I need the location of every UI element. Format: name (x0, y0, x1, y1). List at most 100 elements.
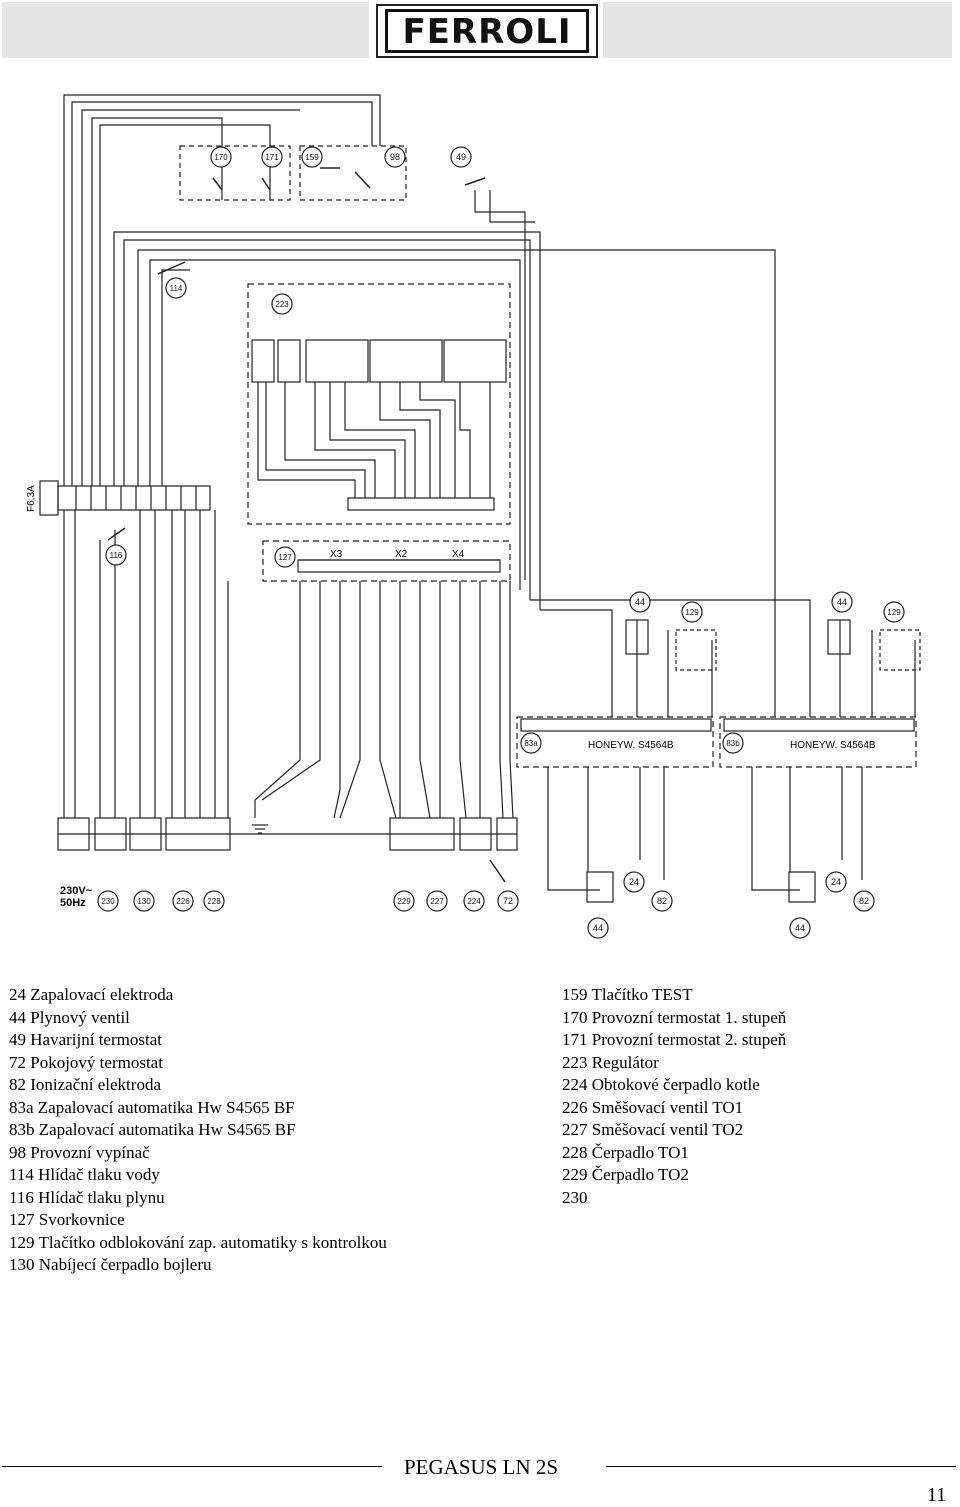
header-band-right (603, 2, 952, 58)
legend-item: 83b Zapalovací automatika Hw S4565 BF (9, 1120, 296, 1139)
callout-circle (393, 890, 415, 912)
callout-label: 228 (207, 897, 221, 906)
switch-box (299, 145, 407, 201)
callout-circle (261, 146, 283, 168)
callout-label: 44 (593, 923, 603, 933)
legend-item: 24 Zapalovací elektroda (9, 985, 174, 1004)
wiring-diagram: 1701711599849114223116127441294412923013… (26, 94, 921, 939)
footer-rule-left (2, 1466, 382, 1467)
legend-left-column: 24 Zapalovací elektroda 44 Plynový venti… (9, 984, 387, 1277)
callout-label: 49 (456, 152, 466, 162)
legend-item: 49 Havarijní termostat (9, 1030, 162, 1049)
callout-label: 129 (685, 608, 699, 617)
callout-circle (105, 544, 127, 566)
callout-circle (210, 146, 232, 168)
legend-item: 82 Ionizační elektroda (9, 1075, 161, 1094)
callout-label: 44 (795, 923, 805, 933)
callout-circle (722, 732, 744, 754)
callout-circle (831, 591, 853, 613)
callout-label: 44 (837, 597, 847, 607)
callout-label: 82 (657, 896, 667, 906)
ignition-unit-b-label: HONEYW. S4564B (790, 740, 876, 751)
brand-logo-frame: FERROLI (385, 9, 589, 53)
callout-label: 82 (859, 896, 869, 906)
callout-circle (450, 146, 472, 168)
terminal-group-x3: X3 (330, 549, 343, 560)
legend-item: 230 (562, 1187, 588, 1207)
legend-item: 44 Plynový ventil (9, 1007, 130, 1027)
callout-circle (623, 871, 645, 893)
thermostat-box (179, 145, 291, 201)
callout-label: 72 (503, 896, 513, 906)
callout-label: 24 (629, 877, 639, 887)
callout-label: 227 (430, 897, 444, 906)
callout-label: 83a (524, 739, 538, 748)
footer-rule-right (606, 1466, 956, 1467)
callout-label: 229 (397, 897, 411, 906)
callout-circle (497, 890, 519, 912)
legend-item: 98 Provozní vypínač (9, 1142, 150, 1162)
terminal-strip-frame (262, 540, 511, 582)
legend-item: 227 Směšovací ventil TO2 (562, 1120, 744, 1139)
callout-circle (203, 890, 225, 912)
callout-circle (520, 732, 542, 754)
legend-item: 72 Pokojový termostat (9, 1052, 163, 1072)
callout-circle (825, 871, 847, 893)
callout-label: 129 (887, 608, 901, 617)
fuse-block (39, 480, 59, 516)
callout-circle (172, 890, 194, 912)
callout-circle (463, 890, 485, 912)
legend-item: 116 Hlídač tlaku plynu (9, 1187, 165, 1207)
callout-circle (426, 890, 448, 912)
legend-item: 171 Provozní termostat 2. stupeň (562, 1030, 787, 1049)
power-terminal-strip (57, 485, 211, 511)
callout-label: 44 (635, 597, 645, 607)
callout-circle (301, 146, 323, 168)
callout-circle (853, 890, 875, 912)
legend-right-column: 159 Tlačítko TEST 170 Provozní termostat… (562, 984, 786, 1209)
callout-circle (274, 546, 296, 568)
callout-label: 224 (467, 897, 481, 906)
callout-circle (587, 917, 609, 939)
ignition-unit-a-label: HONEYW. S4564B (588, 740, 674, 751)
legend-item: 129 Tlačítko odblokování zap. automatiky… (9, 1232, 387, 1252)
callout-circle (97, 890, 119, 912)
legend-item: 223 Regulátor (562, 1052, 659, 1072)
callout-circle (883, 601, 905, 623)
brand-logo: FERROLI (376, 4, 598, 58)
supply-frequency-label: 50Hz (60, 897, 86, 909)
legend-item: 224 Obtokové čerpadlo kotle (562, 1075, 760, 1094)
legend-item: 226 Směšovací ventil TO1 (562, 1097, 744, 1117)
legend-item: 170 Provozní termostat 1. stupeň (562, 1007, 787, 1027)
fuse-label: F6,3A (26, 485, 37, 512)
callout-label: 223 (275, 300, 289, 309)
terminal-group-x4: X4 (452, 549, 465, 560)
callout-label: 98 (390, 152, 400, 162)
callout-label: 127 (278, 553, 292, 562)
ignition-unit-a (516, 716, 714, 768)
callout-label: 226 (176, 897, 190, 906)
callout-label: 170 (214, 153, 228, 162)
terminal-group-x2: X2 (395, 549, 408, 560)
callout-circle (384, 146, 406, 168)
footer-title: PEGASUS LN 2S (404, 1455, 559, 1479)
legend-item: 229 Čerpadlo TO2 (562, 1165, 689, 1184)
legend-item: 127 Svorkovnice (9, 1210, 125, 1229)
regulator-frame (247, 283, 511, 525)
callout-label: 159 (305, 153, 319, 162)
callout-label: 130 (137, 897, 151, 906)
callout-label: 83b (726, 739, 740, 748)
callout-circle (789, 917, 811, 939)
callout-circle (651, 890, 673, 912)
header-band-left (2, 2, 369, 58)
page-number: 11 (927, 1484, 947, 1506)
callout-circle (133, 890, 155, 912)
callout-circle (165, 277, 187, 299)
callout-label: 114 (170, 284, 183, 293)
callout-label: 171 (265, 153, 279, 162)
legend-item: 228 Čerpadlo TO1 (562, 1142, 689, 1162)
callout-circle (629, 591, 651, 613)
ignition-unit-b (719, 716, 917, 768)
supply-voltage-label: 230V~ (60, 885, 93, 897)
callout-label: 116 (110, 551, 123, 560)
